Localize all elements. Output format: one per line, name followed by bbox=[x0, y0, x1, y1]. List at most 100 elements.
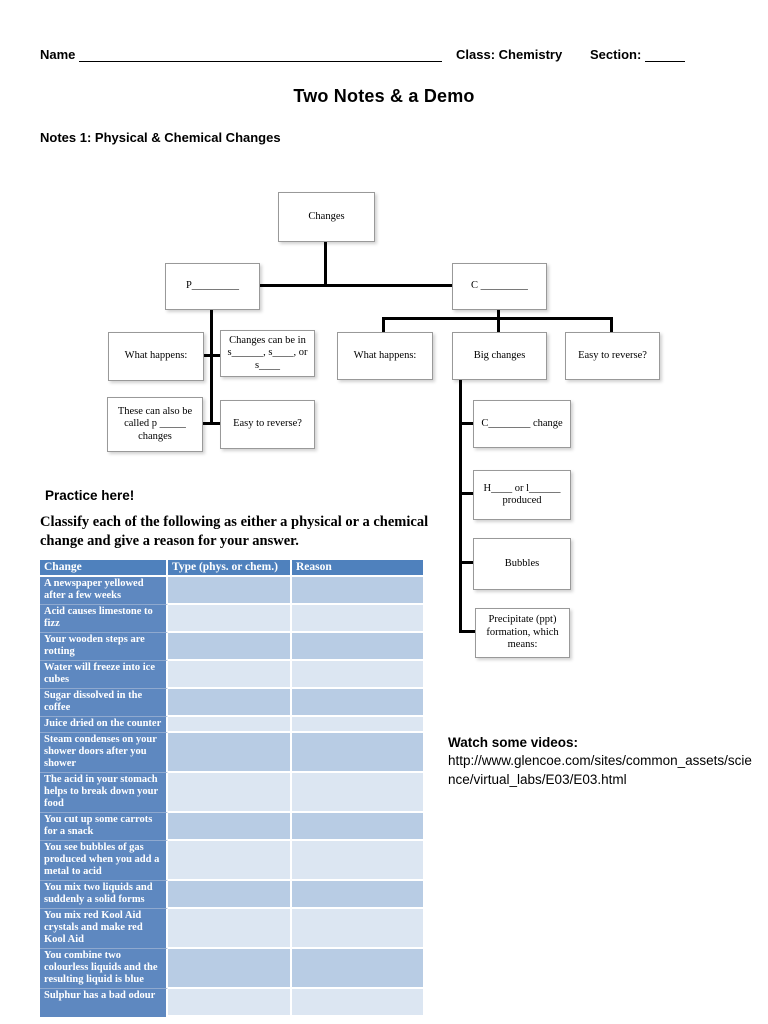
reason-answer-cell[interactable] bbox=[292, 717, 423, 733]
section-field-group: Section: bbox=[590, 47, 686, 62]
box-label: C _________ bbox=[471, 280, 528, 292]
section-blank-field[interactable] bbox=[645, 48, 686, 62]
class-label: Class: Chemistry bbox=[456, 47, 563, 62]
connector-line bbox=[610, 317, 613, 333]
reason-answer-cell[interactable] bbox=[292, 773, 423, 813]
flowchart-box-precipitate-blank[interactable]: Precipitate (ppt) formation, which means… bbox=[475, 608, 570, 658]
table-row: The acid in your stomach helps to break … bbox=[40, 773, 423, 813]
type-answer-cell[interactable] bbox=[168, 661, 292, 689]
connector-line bbox=[459, 379, 462, 633]
reason-answer-cell[interactable] bbox=[292, 661, 423, 689]
flowchart-box-chemical-blank[interactable]: C _________ bbox=[452, 263, 547, 310]
change-label-cell: You cut up some carrots for a snack bbox=[40, 813, 168, 841]
type-answer-cell[interactable] bbox=[168, 949, 292, 989]
box-label: P_________ bbox=[185, 280, 240, 292]
flowchart-box-right-easy-reverse: Easy to reverse? bbox=[565, 332, 660, 380]
table-row: You mix red Kool Aid crystals and make r… bbox=[40, 909, 423, 949]
type-answer-cell[interactable] bbox=[168, 813, 292, 841]
name-field-group: Name bbox=[40, 47, 443, 62]
reason-answer-cell[interactable] bbox=[292, 733, 423, 773]
type-answer-cell[interactable] bbox=[168, 989, 292, 1017]
type-answer-cell[interactable] bbox=[168, 733, 292, 773]
box-label: What happens: bbox=[124, 350, 188, 362]
videos-url-link[interactable]: http://www.glencoe.com/sites/common_asse… bbox=[448, 753, 752, 787]
box-label: Changes can be in s______, s____, or s__… bbox=[227, 334, 308, 371]
box-label: Easy to reverse? bbox=[578, 349, 647, 361]
table-row: Water will freeze into ice cubes bbox=[40, 661, 423, 689]
connector-line bbox=[459, 422, 475, 425]
reason-answer-cell[interactable] bbox=[292, 689, 423, 717]
connector-line bbox=[203, 354, 221, 357]
type-answer-cell[interactable] bbox=[168, 577, 292, 605]
flowchart-box-physical-blank[interactable]: P_________ bbox=[165, 263, 260, 310]
flowchart-box-bubbles: Bubbles bbox=[473, 538, 571, 590]
connector-line bbox=[459, 561, 475, 564]
flowchart-box-big-changes: Big changes bbox=[452, 332, 547, 380]
connector-line bbox=[259, 284, 453, 287]
type-answer-cell[interactable] bbox=[168, 773, 292, 813]
change-label-cell: Steam condenses on your shower doors aft… bbox=[40, 733, 168, 773]
type-answer-cell[interactable] bbox=[168, 909, 292, 949]
box-label: Easy to reverse? bbox=[233, 418, 302, 430]
name-blank-field[interactable] bbox=[79, 48, 443, 62]
name-label: Name bbox=[40, 47, 76, 62]
box-label: Big changes bbox=[473, 349, 526, 361]
page-title: Two Notes & a Demo bbox=[293, 86, 475, 106]
flowchart-box-right-what-happens: What happens: bbox=[337, 332, 433, 380]
reason-answer-cell[interactable] bbox=[292, 605, 423, 633]
box-label: H____ or l______ produced bbox=[483, 482, 561, 507]
flowchart-box-also-called-blank[interactable]: These can also be called p _____ changes bbox=[107, 397, 203, 452]
flowchart-box-changes: Changes bbox=[278, 192, 375, 242]
type-answer-cell[interactable] bbox=[168, 605, 292, 633]
change-label-cell: Your wooden steps are rotting bbox=[40, 633, 168, 661]
change-label-cell: Acid causes limestone to fizz bbox=[40, 605, 168, 633]
table-row: Steam condenses on your shower doors aft… bbox=[40, 733, 423, 773]
reason-answer-cell[interactable] bbox=[292, 881, 423, 909]
reason-answer-cell[interactable] bbox=[292, 989, 423, 1017]
connector-line bbox=[382, 317, 385, 333]
connector-line bbox=[459, 630, 476, 633]
connector-line bbox=[497, 309, 500, 333]
flowchart-box-left-what-happens: What happens: bbox=[108, 332, 204, 381]
reason-answer-cell[interactable] bbox=[292, 909, 423, 949]
col-header-reason: Reason bbox=[292, 560, 423, 577]
reason-answer-cell[interactable] bbox=[292, 813, 423, 841]
change-label-cell: Water will freeze into ice cubes bbox=[40, 661, 168, 689]
table-header-row: Change Type (phys. or chem.) Reason bbox=[40, 560, 423, 577]
type-answer-cell[interactable] bbox=[168, 689, 292, 717]
type-answer-cell[interactable] bbox=[168, 881, 292, 909]
table-row: Your wooden steps are rotting bbox=[40, 633, 423, 661]
section-label: Section: bbox=[590, 47, 642, 62]
change-label-cell: A newspaper yellowed after a few weeks bbox=[40, 577, 168, 605]
table-row: Acid causes limestone to fizz bbox=[40, 605, 423, 633]
change-label-cell: The acid in your stomach helps to break … bbox=[40, 773, 168, 813]
box-label: What happens: bbox=[353, 349, 417, 361]
table-row: You combine two colourless liquids and t… bbox=[40, 949, 423, 989]
videos-section: Watch some videos: http://www.glencoe.co… bbox=[448, 735, 753, 789]
col-header-change: Change bbox=[40, 560, 168, 577]
change-label-cell: You combine two colourless liquids and t… bbox=[40, 949, 168, 989]
change-label-cell: Sulphur has a bad odour bbox=[40, 989, 168, 1017]
flowchart-box-states-blank[interactable]: Changes can be in s______, s____, or s__… bbox=[220, 330, 315, 377]
reason-answer-cell[interactable] bbox=[292, 577, 423, 605]
table-row: You see bubbles of gas produced when you… bbox=[40, 841, 423, 881]
box-label: These can also be called p _____ changes bbox=[117, 405, 193, 442]
flowchart-box-heat-light-blank[interactable]: H____ or l______ produced bbox=[473, 470, 571, 520]
connector-line bbox=[210, 309, 213, 425]
reason-answer-cell[interactable] bbox=[292, 841, 423, 881]
reason-answer-cell[interactable] bbox=[292, 949, 423, 989]
type-answer-cell[interactable] bbox=[168, 633, 292, 661]
table-row: Sulphur has a bad odour bbox=[40, 989, 423, 1017]
connector-line bbox=[459, 492, 475, 495]
type-answer-cell[interactable] bbox=[168, 717, 292, 733]
flowchart-box-colour-change-blank[interactable]: C________ change bbox=[473, 400, 571, 448]
reason-answer-cell[interactable] bbox=[292, 633, 423, 661]
change-label-cell: You mix red Kool Aid crystals and make r… bbox=[40, 909, 168, 949]
connector-line bbox=[324, 241, 327, 286]
type-answer-cell[interactable] bbox=[168, 841, 292, 881]
videos-heading: Watch some videos: bbox=[448, 735, 579, 750]
change-label-cell: You see bubbles of gas produced when you… bbox=[40, 841, 168, 881]
table-row: Juice dried on the counter bbox=[40, 717, 423, 733]
change-label-cell: Juice dried on the counter bbox=[40, 717, 168, 733]
